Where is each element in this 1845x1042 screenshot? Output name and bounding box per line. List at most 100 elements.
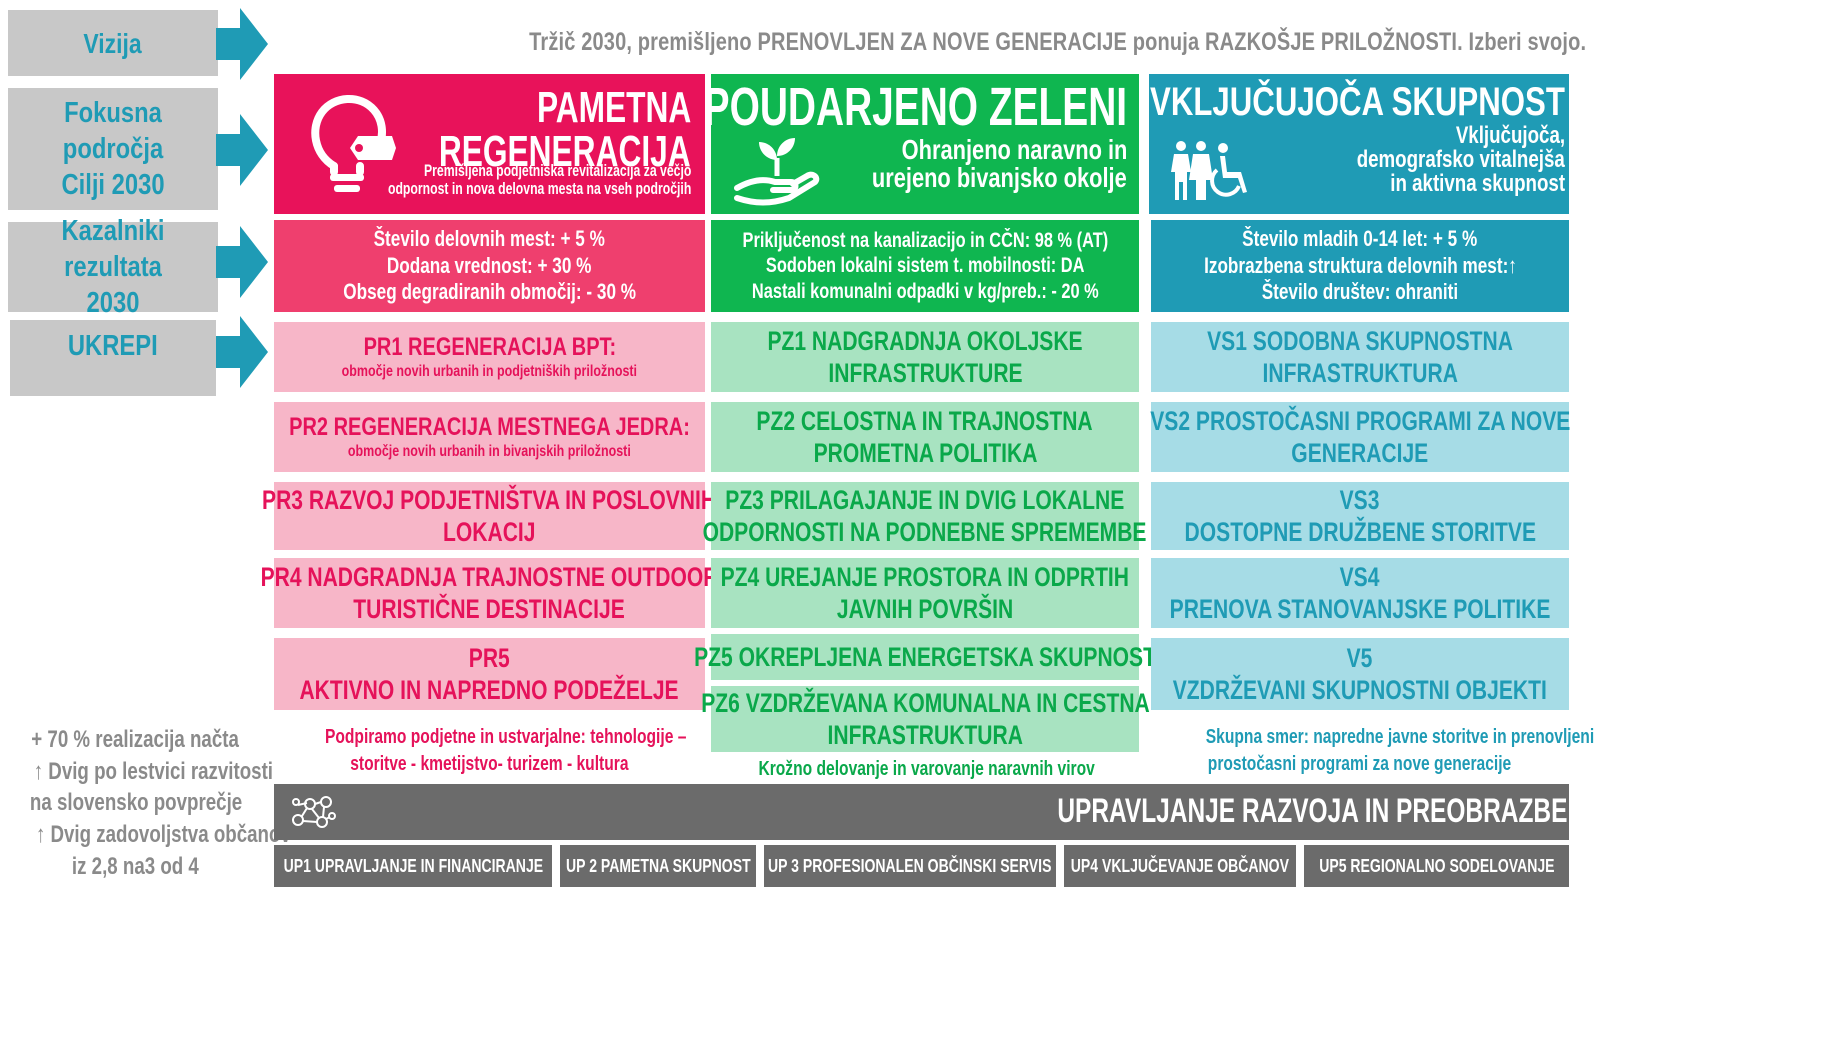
pr4-title: PR4 NADGRADNJA TRAJNOSTNE OUTDOOR (260, 561, 719, 592)
network-icon (292, 796, 336, 828)
pz-measure-1[interactable]: PZ1 NADGRADNJA OKOLJSKE INFRASTRUKTURE (711, 322, 1139, 392)
pz4-title2: JAVNIH POVRŠIN (836, 594, 1014, 624)
tab-up4[interactable]: UP4 VKLJUČEVANJE OBČANOV (1064, 845, 1296, 887)
vision-statement: Tržič 2030, premišljeno PRENOVLJEN ZA NO… (529, 28, 1587, 56)
pr-footer-line2: storitve - kmetijstvo- turizem - kultura (350, 753, 629, 775)
label-vizija-text: Vizija (83, 27, 143, 59)
label-vizija: Vizija (8, 10, 218, 76)
pz-footer: Krožno delovanje in varovanje naravnih v… (711, 756, 1139, 783)
vs1-title2: INFRASTRUKTURA (1262, 358, 1458, 388)
pr-title-line2: REGENERACIJA (439, 127, 691, 176)
pr-measure-5[interactable]: PR5 AKTIVNO IN NAPREDNO PODEŽELJE (274, 638, 705, 710)
pz4-title: PZ4 UREJANJE PROSTORA IN ODPRTIH (720, 561, 1130, 592)
vs3-title2: DOSTOPNE DRUŽBENE STORITVE (1184, 517, 1536, 547)
pz5-title: PZ5 OKREPLJENA ENERGETSKA SKUPNOST (694, 641, 1156, 672)
pz-footer-line1: Krožno delovanje in varovanje naravnih v… (758, 758, 1095, 780)
vs-footer: Skupna smer: napredne javne storitve in … (1151, 724, 1594, 778)
pz1-title: PZ1 NADGRADNJA OKOLJSKE (767, 325, 1083, 356)
vs-measure-2[interactable]: VS2 PROSTOČASNI PROGRAMI ZA NOVE GENERAC… (1150, 402, 1570, 472)
overall-goal-1: + 70 % realizacija načta (31, 726, 239, 753)
pz1-title2: INFRASTRUKTURE (827, 358, 1023, 388)
pz-measure-4[interactable]: PZ4 UREJANJE PROSTORA IN ODPRTIH JAVNIH … (711, 558, 1139, 628)
arrow-right-icon (216, 8, 268, 80)
pz6-title: PZ6 VZDRŽEVANA KOMUNALNA IN CESTNA (700, 687, 1150, 718)
pr-footer: Podpiramo podjetne in ustvarjalne: tehno… (274, 724, 705, 778)
pr-title-line1: PAMETNA (536, 83, 691, 132)
pr-subtitle-line2: odpornost in nova delovna mesta na vseh … (387, 178, 691, 198)
tab-up2[interactable]: UP 2 PAMETNA SKUPNOST (560, 845, 756, 887)
pr-indicators: Število delovnih mest: + 5 % Dodana vred… (274, 220, 705, 312)
vs-subtitle-line3: in aktivna skupnost (1390, 170, 1565, 197)
lightbulb-icon (311, 94, 396, 192)
tab-up1[interactable]: UP1 UPRAVLJANJE IN FINANCIRANJE (274, 845, 552, 887)
pz-subtitle-line2: urejeno bivanjsko okolje (872, 162, 1127, 193)
pr-indicator-1: Število delovnih mest: + 5 % (373, 226, 606, 252)
tab-up1-label: UP1 UPRAVLJANJE IN FINANCIRANJE (283, 855, 543, 876)
pr-footer-line1: Podpiramo podjetne in ustvarjalne: tehno… (324, 726, 687, 748)
pz-header: POUDARJENO ZELENI Ohranjeno naravno in u… (711, 74, 1139, 214)
vs-measure-1[interactable]: VS1 SODOBNA SKUPNOSTNA INFRASTRUKTURA (1151, 322, 1569, 392)
vs-footer-line1: Skupna smer: napredne javne storitve in … (1205, 726, 1595, 748)
pz2-title2: PROMETNA POLITIKA (813, 438, 1037, 468)
vs-header: VKLJUČUJOČA SKUPNOST Vključujoča, demogr… (1149, 74, 1569, 214)
pr4-title2: TURISTIČNE DESTINACIJE (353, 594, 626, 624)
pz2-title: PZ2 CELOSTNA IN TRAJNOSTNA (756, 405, 1094, 436)
pz-measure-3[interactable]: PZ3 PRILAGAJANJE IN DVIG LOKALNE ODPORNO… (703, 482, 1147, 550)
label-ukrepi: UKREPI (10, 320, 216, 396)
pz-indicators: Priključenost na kanalizacijo in CČN: 98… (711, 220, 1139, 312)
vs-subtitle-line2: demografsko vitalnejša (1356, 146, 1565, 173)
vs-indicator-1: Število mladih 0-14 let: + 5 % (1242, 226, 1478, 252)
vs-title: VKLJUČUJOČA SKUPNOST (1150, 80, 1565, 124)
vs3-title: VS3 (1340, 484, 1380, 515)
vs1-title: VS1 SODOBNA SKUPNOSTNA (1207, 325, 1513, 356)
pr-measure-1[interactable]: PR1 REGENERACIJA BPT: območje novih urba… (274, 322, 705, 392)
plant-in-hand-icon (734, 138, 820, 206)
pr3-title2: LOKACIJ (443, 517, 536, 547)
pz-measure-5[interactable]: PZ5 OKREPLJENA ENERGETSKA SKUPNOST (694, 634, 1156, 680)
arrow-right-icon (216, 316, 268, 388)
pr5-title: PR5 (469, 642, 510, 673)
pr2-subtitle: območje novih urbanih in bivanjskih pril… (348, 443, 631, 461)
management-bar: UPRAVLJANJE RAZVOJA IN PREOBRAZBE (274, 784, 1569, 840)
tab-up4-label: UP4 VKLJUČEVANJE OBČANOV (1070, 855, 1290, 876)
tab-up3-label: UP 3 PROFESIONALEN OBČINSKI SERVIS (768, 855, 1052, 876)
pr1-subtitle: območje novih urbanih in podjetniških pr… (341, 363, 638, 381)
label-fokus-line2: Cilji 2030 (61, 169, 165, 202)
pz-measure-2[interactable]: PZ2 CELOSTNA IN TRAJNOSTNA PROMETNA POLI… (711, 402, 1139, 472)
pr3-title: PR3 RAZVOJ PODJETNIŠTVA IN POSLOVNIH (262, 484, 717, 515)
pr-indicator-3: Obseg degradiranih območij: - 30 % (343, 279, 636, 305)
management-title: UPRAVLJANJE RAZVOJA IN PREOBRAZBE (1056, 792, 1567, 830)
vs2-title2: GENERACIJE (1291, 438, 1429, 468)
overall-goal-4: ↑ Dvig zadovoljstva občanov (35, 821, 291, 849)
tab-up3[interactable]: UP 3 PROFESIONALEN OBČINSKI SERVIS (764, 845, 1056, 887)
pz6-title2: INFRASTRUKTURA (827, 720, 1023, 750)
pz3-title: PZ3 PRILAGAJANJE IN DVIG LOKALNE (725, 484, 1125, 515)
people-wheelchair-icon (1171, 141, 1247, 200)
vs5-title: V5 (1347, 642, 1373, 673)
pz3-title2: ODPORNOSTI NA PODNEBNE SPREMEMBE (703, 517, 1147, 547)
vs-subtitle-line1: Vključujoča, (1455, 122, 1565, 149)
vs-measure-5[interactable]: V5 VZDRŽEVANI SKUPNOSTNI OBJEKTI (1151, 638, 1569, 710)
pz-title: POUDARJENO ZELENI (711, 77, 1127, 137)
vs-measure-3[interactable]: VS3 DOSTOPNE DRUŽBENE STORITVE (1151, 482, 1569, 550)
vs-measure-4[interactable]: VS4 PRENOVA STANOVANJSKE POLITIKE (1151, 558, 1569, 628)
vs-footer-line2: prostočasni programi za nove generacije (1208, 753, 1512, 775)
vs5-title2: VZDRŽEVANI SKUPNOSTNI OBJEKTI (1172, 675, 1548, 705)
overall-goal-3: na slovensko povprečje (29, 789, 243, 817)
pr-measure-4[interactable]: PR4 NADGRADNJA TRAJNOSTNE OUTDOOR TURIST… (261, 558, 718, 628)
label-kazalniki-line2: 2030 (86, 287, 140, 320)
vs4-title2: PRENOVA STANOVANJSKE POLITIKE (1169, 594, 1551, 624)
label-fokus-line1: Fokusna področja (62, 96, 164, 165)
tab-up2-label: UP 2 PAMETNA SKUPNOST (565, 855, 751, 876)
tab-up5[interactable]: UP5 REGIONALNO SODELOVANJE (1304, 845, 1569, 887)
pr-measure-2[interactable]: PR2 REGENERACIJA MESTNEGA JEDRA: območje… (274, 402, 705, 472)
pz-measure-6[interactable]: PZ6 VZDRŽEVANA KOMUNALNA IN CESTNA INFRA… (701, 686, 1149, 752)
pr1-title: PR1 REGENERACIJA BPT: (363, 333, 616, 362)
pr-measure-3[interactable]: PR3 RAZVOJ PODJETNIŠTVA IN POSLOVNIH LOK… (262, 482, 717, 550)
overall-goals: + 70 % realizacija načta ↑ Dvig po lestv… (0, 724, 291, 882)
pz-indicator-1: Priključenost na kanalizacijo in CČN: 98… (742, 229, 1108, 253)
pz-indicator-2: Sodoben lokalni sistem t. mobilnosti: DA (765, 254, 1085, 278)
arrow-right-icon (216, 226, 268, 298)
